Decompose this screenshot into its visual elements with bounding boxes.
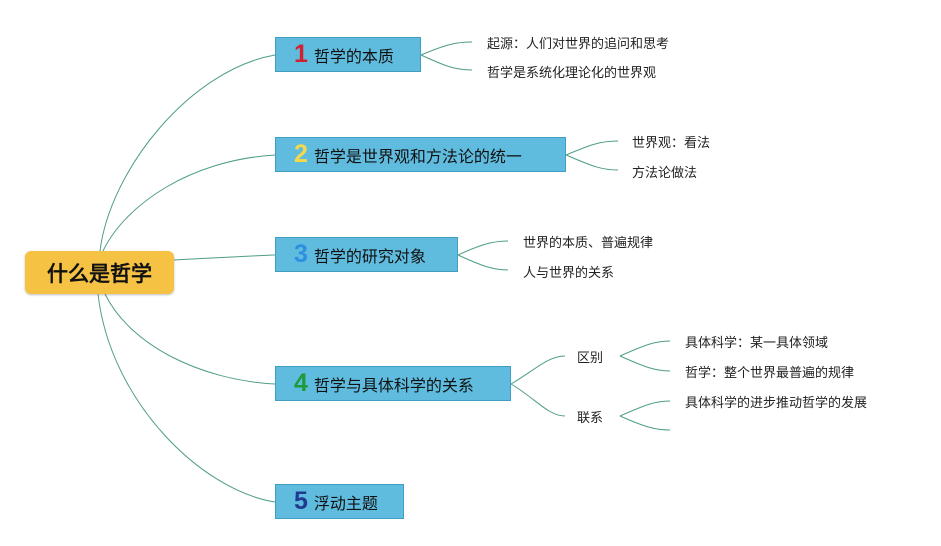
topic-node-2[interactable]: 2 哲学是世界观和方法论的统一 [275,137,566,172]
link-t3-c2 [457,254,509,271]
topic-label-5: 浮动主题 [313,493,378,513]
link-lx-c2 [619,415,671,431]
link-lx-c1 [619,400,671,417]
link-t2-c2 [565,154,619,171]
subtopic-1-2[interactable]: 哲学是系统化理论化的世界观 [487,66,657,81]
subtopic-4-1-2[interactable]: 哲学：整个世界最普遍的规律 [685,366,855,381]
topic-label-2: 哲学是世界观和方法论的统一 [313,146,522,166]
topic-node-4[interactable]: 4 哲学与具体科学的关系 [275,366,511,401]
link-t1-c1 [420,41,473,56]
topic-node-1[interactable]: 1 哲学的本质 [275,37,421,72]
topic-node-5[interactable]: 5 浮动主题 [275,484,404,519]
subtopic-4-2[interactable]: 联系 [577,411,604,426]
link-t4-c1 [510,355,566,385]
link-t3-c1 [457,240,509,256]
subtopic-1-1[interactable]: 起源：人们对世界的追问和思考 [487,37,670,52]
topic-marker-5: 5 [294,487,308,515]
topic-label-4: 哲学与具体科学的关系 [313,375,474,395]
topic-marker-3: 3 [294,240,308,268]
link-root-topic-5 [97,293,276,503]
link-root-topic-2 [102,154,276,252]
subtopic-4-1[interactable]: 区别 [577,351,604,366]
link-root-topic-4 [104,293,276,385]
link-root-topic-1 [99,54,276,252]
subtopic-3-1[interactable]: 世界的本质、普遍规律 [523,236,654,251]
topic-label-1: 哲学的本质 [313,46,394,66]
topic-marker-4: 4 [294,369,308,397]
link-qb-c1 [619,340,671,357]
topic-marker-1: 1 [294,40,308,68]
link-root-topic-3 [173,254,276,261]
subtopic-3-2[interactable]: 人与世界的关系 [523,266,615,281]
link-t2-c1 [565,140,619,156]
subtopic-4-2-1[interactable]: 具体科学的进步推动哲学的发展 [685,396,868,411]
topic-node-3[interactable]: 3 哲学的研究对象 [275,237,458,272]
root-node[interactable]: 什么是哲学 [25,251,174,294]
link-qb-c2 [619,355,671,372]
root-label: 什么是哲学 [47,261,152,286]
subtopic-2-1[interactable]: 世界观：看法 [632,136,711,151]
subtopic-4-1-1[interactable]: 具体科学：某一具体领域 [685,336,829,351]
link-t4-c2 [510,383,566,417]
link-t1-c2 [420,54,473,71]
topic-marker-2: 2 [294,140,308,168]
subtopic-2-2[interactable]: 方法论做法 [632,166,698,181]
topic-label-3: 哲学的研究对象 [313,246,426,266]
